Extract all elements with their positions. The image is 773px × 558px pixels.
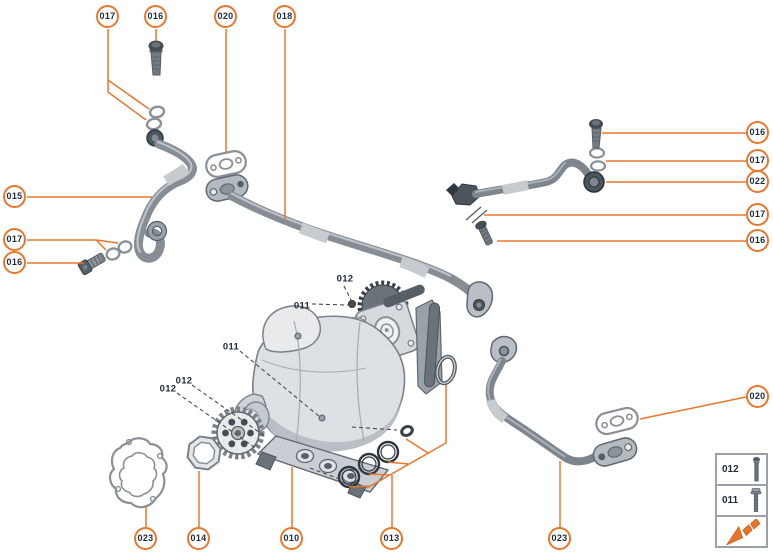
callout-017[interactable]: 017 <box>96 5 119 28</box>
stud-bolt-icon <box>753 456 760 481</box>
callout-023[interactable]: 023 <box>134 527 157 550</box>
callout-016[interactable]: 016 <box>3 251 26 274</box>
callout-010[interactable]: 010 <box>280 527 303 550</box>
callout-023[interactable]: 023 <box>548 527 571 550</box>
oil-return-line-018-artwork <box>205 174 494 318</box>
callout-015[interactable]: 015 <box>3 185 26 208</box>
callout-018[interactable]: 018 <box>273 5 296 28</box>
washers-017-top-artwork <box>145 105 166 131</box>
bolt-016-top-artwork <box>148 40 164 76</box>
callout-016[interactable]: 016 <box>746 229 769 252</box>
banjo-bolt-016-left-artwork <box>77 252 106 276</box>
callout-016[interactable]: 016 <box>746 121 769 144</box>
callout-017[interactable]: 017 <box>746 203 769 226</box>
legend-item-012[interactable]: 012 <box>717 455 766 486</box>
legend-label-011: 011 <box>722 495 739 506</box>
legend-item-direction[interactable] <box>717 517 766 546</box>
part-ref-label-012[interactable]: 012 <box>159 383 177 395</box>
callout-leader-lines <box>27 29 747 528</box>
flange-gasket-020-top-artwork <box>205 150 247 178</box>
legend-label-012: 012 <box>722 464 739 475</box>
callout-013[interactable]: 013 <box>380 527 403 550</box>
part-ref-label-012[interactable]: 012 <box>336 273 354 285</box>
callout-017[interactable]: 017 <box>746 149 769 172</box>
washers-017-left-artwork <box>105 240 133 261</box>
turbo-oil-line-right-artwork <box>446 119 607 246</box>
return-pipe-023-right-artwork <box>485 335 638 467</box>
oil-pump-010-artwork <box>211 280 443 499</box>
legend-item-011[interactable]: 011 <box>717 486 766 517</box>
oil-supply-line-015-artwork <box>133 129 197 263</box>
callout-020[interactable]: 020 <box>214 5 237 28</box>
flange-gasket-020-right-artwork <box>595 406 639 436</box>
seal-ring-014-artwork <box>186 435 222 471</box>
callout-017[interactable]: 017 <box>3 228 26 251</box>
dashed-leader-lines <box>176 285 398 481</box>
flange-bolt-icon <box>750 487 762 512</box>
part-ref-label-011[interactable]: 011 <box>222 341 240 353</box>
part-ref-label-011[interactable]: 011 <box>293 300 311 312</box>
direction-arrow-icon <box>725 518 760 545</box>
callout-016[interactable]: 016 <box>144 5 167 28</box>
callout-020[interactable]: 020 <box>746 385 769 408</box>
callout-022[interactable]: 022 <box>746 170 769 193</box>
callout-014[interactable]: 014 <box>187 527 210 550</box>
part-ref-label-012[interactable]: 012 <box>175 375 193 387</box>
fastener-legend: 012 011 <box>715 453 768 548</box>
gasket-023-left-artwork <box>109 437 168 509</box>
